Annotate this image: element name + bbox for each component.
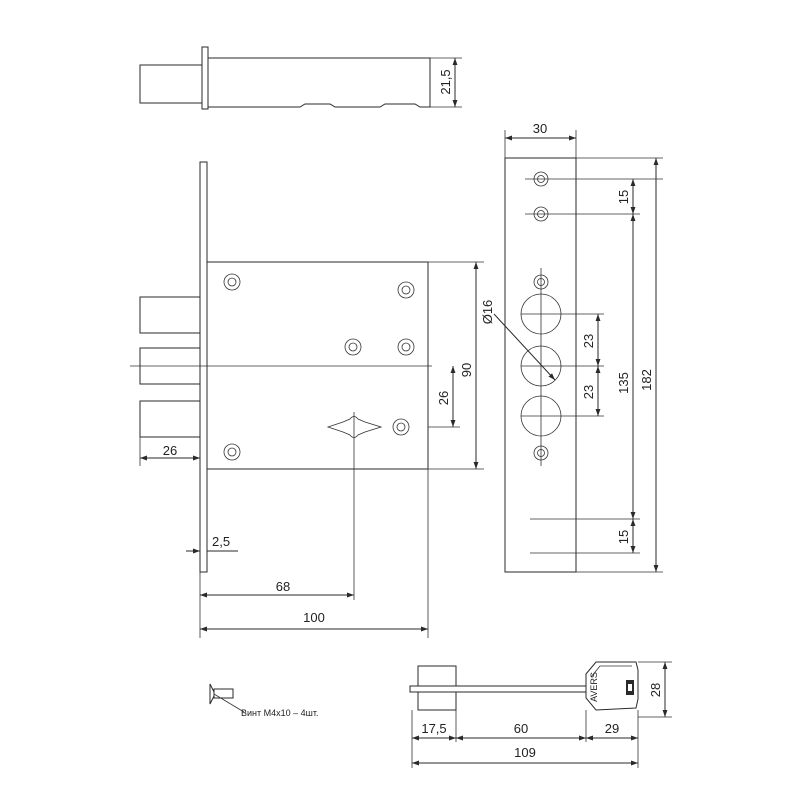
dim-key-collar: 17,5 xyxy=(421,721,446,736)
dim-faceplate-width: 30 xyxy=(533,121,547,136)
case-screw-hole xyxy=(223,273,241,291)
dim-top-height: 21,5 xyxy=(438,69,453,94)
dim-hole-spacing-upper: 23 xyxy=(581,334,596,348)
dim-key-head-height: 28 xyxy=(648,683,663,697)
key-head xyxy=(585,661,639,711)
case-screw-hole xyxy=(392,418,410,436)
key-detail: AVERS 17,5 60 29 109 28 xyxy=(409,661,672,768)
dim-screw-pitch-bottom: 15 xyxy=(616,530,631,544)
top-view: 21,5 xyxy=(139,46,462,110)
keyhole xyxy=(326,416,383,438)
dim-case-height: 90 xyxy=(459,363,474,377)
screw-detail: Винт М4х10 – 4шт. xyxy=(209,683,319,718)
side-view: 90 26 26 2,5 68 100 xyxy=(130,161,484,638)
case-screw-hole xyxy=(223,443,241,461)
dim-screw-pitch-top: 15 xyxy=(616,190,631,204)
screw-caption: Винт М4х10 – 4шт. xyxy=(241,708,319,718)
dim-backset: 68 xyxy=(276,579,290,594)
dim-hole-spacing-lower: 23 xyxy=(581,385,596,399)
key-brand: AVERS xyxy=(589,672,599,702)
dim-case-depth: 100 xyxy=(303,610,325,625)
case-screw-hole xyxy=(397,338,415,356)
dim-faceplate-length: 182 xyxy=(639,369,654,391)
dim-bolt-projection: 26 xyxy=(163,443,177,458)
dim-key-total: 109 xyxy=(514,745,536,760)
dim-screw-span: 135 xyxy=(616,372,631,394)
dim-faceplate-thickness: 2,5 xyxy=(212,534,230,549)
dim-cylinder-diameter: Ø16 xyxy=(480,300,495,325)
case-screw-hole xyxy=(344,338,362,356)
dim-keyhole-offset: 26 xyxy=(436,391,451,405)
case-screw-hole xyxy=(397,281,415,299)
faceplate-view: 30 Ø16 23 23 15 135 1 xyxy=(480,121,663,573)
dim-key-head: 29 xyxy=(605,721,619,736)
dim-key-shaft: 60 xyxy=(514,721,528,736)
